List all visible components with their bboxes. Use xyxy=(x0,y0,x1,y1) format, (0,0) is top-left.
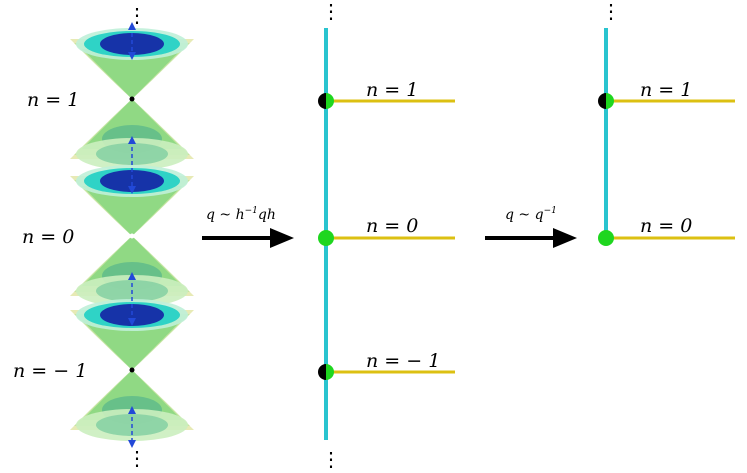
top-ellipsis-left: ⋮ xyxy=(127,3,147,27)
bottom-ellipsis-mid: ⋮ xyxy=(321,447,341,471)
node-right-n1 xyxy=(598,93,614,109)
mid-label-n-minus1: n = − 1 xyxy=(366,350,440,372)
arrow2-label: q ~ q−1 xyxy=(505,206,557,223)
left-label-n0: n = 0 xyxy=(22,226,74,248)
arrow1-label: q ~ h−1qh xyxy=(206,206,276,223)
left-label-n-minus1: n = − 1 xyxy=(13,360,87,382)
mid-label-n0: n = 0 xyxy=(366,215,418,237)
left-label-n1: n = 1 xyxy=(27,89,79,111)
arrow-conjugation: q ~ h−1qh xyxy=(202,206,294,248)
node-mid-n0 xyxy=(318,230,334,246)
right-label-n1: n = 1 xyxy=(640,79,692,101)
graph-middle: ⋮ ⋮ n = 1 n = 0 n = − 1 xyxy=(318,0,455,471)
top-ellipsis-mid: ⋮ xyxy=(321,0,341,23)
arrow-inversion: q ~ q−1 xyxy=(485,206,577,248)
mid-label-n1: n = 1 xyxy=(366,79,418,101)
cone-stack: ⋮ xyxy=(13,3,194,470)
graph-right: ⋮ n = 1 n = 0 xyxy=(598,0,735,246)
right-label-n0: n = 0 xyxy=(640,215,692,237)
node-mid-n-minus1 xyxy=(318,364,334,380)
node-mid-n1 xyxy=(318,93,334,109)
bottom-ellipsis-left: ⋮ xyxy=(127,446,147,470)
node-right-n0 xyxy=(598,230,614,246)
top-ellipsis-right: ⋮ xyxy=(601,0,621,23)
